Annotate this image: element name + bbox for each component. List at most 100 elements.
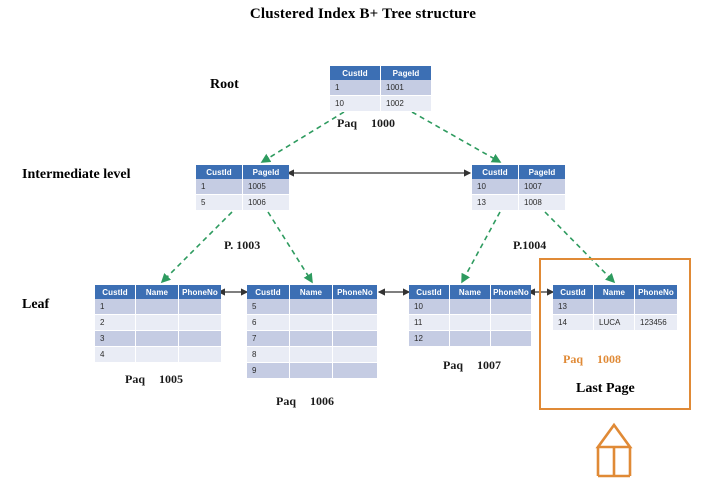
- root-table: CustId PageId 1 1001 10 1002: [330, 66, 431, 112]
- table-row: 11: [409, 314, 531, 331]
- column-header-name: Name: [449, 285, 491, 299]
- table-row: 1 1001: [330, 80, 431, 96]
- table-header-row: CustId PageId: [196, 165, 289, 179]
- cell-custid: 3: [95, 330, 136, 347]
- cell-name: [593, 299, 635, 315]
- cell-phoneno: [332, 346, 377, 363]
- cell-phoneno: [178, 346, 221, 363]
- caption-prefix: Paq: [276, 394, 297, 408]
- leaf-2-table: CustId Name PhoneNo 5 6 7: [247, 285, 377, 379]
- cell-custid: 9: [247, 362, 290, 379]
- cell-phoneno: [490, 314, 531, 331]
- caption-value: 1008: [597, 352, 622, 366]
- cell-name: [135, 346, 179, 363]
- column-header-phoneno: PhoneNo: [634, 285, 677, 299]
- table-row: 10 1002: [330, 95, 431, 112]
- cell-name: LUCA: [593, 314, 635, 331]
- cell-custid: 6: [247, 314, 290, 331]
- cell-phoneno: [178, 299, 221, 315]
- cell-name: [135, 299, 179, 315]
- intermediate-node-right[interactable]: CustId PageId 10 1007 13 1008: [472, 165, 565, 211]
- table-row: 13: [553, 299, 677, 315]
- leaf-node-3[interactable]: CustId Name PhoneNo 10 11 12: [409, 285, 531, 347]
- cell-custid: 7: [247, 330, 290, 347]
- leaf-1-table: CustId Name PhoneNo 1 2 3: [95, 285, 221, 363]
- cell-custid: 5: [196, 194, 243, 211]
- leaf-3-table: CustId Name PhoneNo 10 11 12: [409, 285, 531, 347]
- cell-name: [289, 299, 333, 315]
- root-node[interactable]: CustId PageId 1 1001 10 1002: [330, 66, 431, 112]
- level-label-leaf: Leaf: [22, 297, 50, 312]
- caption-value: 1007: [477, 358, 502, 372]
- column-header-custid: CustId: [409, 285, 450, 299]
- intermediate-right-caption: P.1004: [513, 238, 547, 252]
- cell-name: [449, 299, 491, 315]
- column-header-name: Name: [593, 285, 635, 299]
- cell-custid: 1: [330, 80, 381, 96]
- cell-custid: 10: [472, 179, 519, 195]
- cell-phoneno: [332, 299, 377, 315]
- leaf-3-caption: Paq 1007: [443, 358, 501, 373]
- table-header-row: CustId Name PhoneNo: [409, 285, 531, 299]
- cell-name: [289, 362, 333, 379]
- caption-prefix: Paq: [443, 358, 464, 372]
- table-header-row: CustId Name PhoneNo: [247, 285, 377, 299]
- cell-phoneno: [332, 362, 377, 379]
- leaf-node-4[interactable]: CustId Name PhoneNo 13 14 LUCA 123456: [553, 285, 677, 331]
- cell-pageid: 1002: [380, 95, 431, 112]
- table-row: 1 1005: [196, 179, 289, 195]
- table-row: 5 1006: [196, 194, 289, 211]
- cell-name: [135, 314, 179, 331]
- table-header-row: CustId Name PhoneNo: [553, 285, 677, 299]
- cell-custid: 13: [472, 194, 519, 211]
- column-header-pageid: PageId: [518, 165, 565, 179]
- table-row: 3: [95, 330, 221, 347]
- cell-pageid: 1001: [380, 80, 431, 96]
- leaf-node-2[interactable]: CustId Name PhoneNo 5 6 7: [247, 285, 377, 379]
- cell-name: [449, 330, 491, 347]
- leaf-node-1[interactable]: CustId Name PhoneNo 1 2 3: [95, 285, 221, 363]
- cell-phoneno: [178, 330, 221, 347]
- table-row: 10: [409, 299, 531, 315]
- table-row: 9: [247, 362, 377, 379]
- last-page-annotation: Last Page: [576, 381, 635, 396]
- cell-custid: 1: [196, 179, 243, 195]
- table-row: 12: [409, 330, 531, 347]
- cell-pageid: 1008: [518, 194, 565, 211]
- column-header-pageid: PageId: [242, 165, 289, 179]
- column-header-custid: CustId: [196, 165, 243, 179]
- table-header-row: CustId PageId: [330, 66, 431, 80]
- column-header-pageid: PageId: [380, 66, 431, 80]
- cell-custid: 8: [247, 346, 290, 363]
- cell-phoneno: [634, 299, 677, 315]
- column-header-custid: CustId: [330, 66, 381, 80]
- table-header-row: CustId PageId: [472, 165, 565, 179]
- cell-custid: 12: [409, 330, 450, 347]
- table-row: 1: [95, 299, 221, 315]
- cell-name: [289, 330, 333, 347]
- caption-prefix: Paq: [563, 352, 584, 366]
- cell-custid: 13: [553, 299, 594, 315]
- intermediate-right-table: CustId PageId 10 1007 13 1008: [472, 165, 565, 211]
- cell-custid: 1: [95, 299, 136, 315]
- intermediate-node-left[interactable]: CustId PageId 1 1005 5 1006: [196, 165, 289, 211]
- cell-custid: 14: [553, 314, 594, 331]
- table-row: 14 LUCA 123456: [553, 314, 677, 331]
- table-header-row: CustId Name PhoneNo: [95, 285, 221, 299]
- leaf-4-table: CustId Name PhoneNo 13 14 LUCA 123456: [553, 285, 677, 331]
- intermediate-left-table: CustId PageId 1 1005 5 1006: [196, 165, 289, 211]
- cell-phoneno: [178, 314, 221, 331]
- column-header-phoneno: PhoneNo: [178, 285, 221, 299]
- cell-name: [449, 314, 491, 331]
- table-row: 7: [247, 330, 377, 347]
- cell-phoneno: [490, 330, 531, 347]
- cell-custid: 5: [247, 299, 290, 315]
- table-row: 2: [95, 314, 221, 331]
- table-row: 10 1007: [472, 179, 565, 195]
- cell-custid: 2: [95, 314, 136, 331]
- cell-phoneno: 123456: [634, 314, 677, 331]
- level-label-intermediate: Intermediate level: [22, 167, 131, 182]
- intermediate-left-caption: P. 1003: [224, 238, 261, 252]
